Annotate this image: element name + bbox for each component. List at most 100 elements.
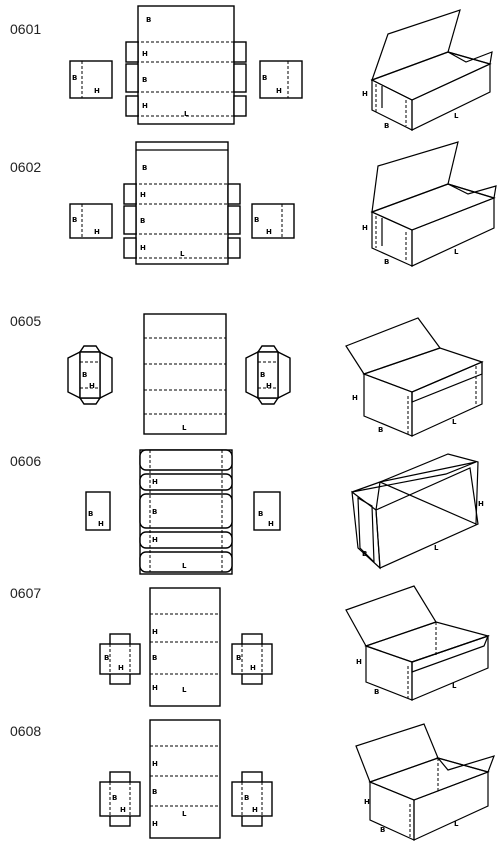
style-0607: 0607 H B H L B H B H	[10, 585, 491, 707]
dim-b: B	[262, 74, 267, 82]
dim-b: B	[236, 654, 241, 662]
end-panel-left: B H	[69, 60, 113, 99]
style-0602: 0602 B H B H L B H	[10, 141, 497, 267]
blank-main: B H B H L	[123, 141, 241, 265]
dim-b: B	[142, 76, 147, 84]
dim-h: H	[152, 760, 158, 768]
end-panel-right: B H	[251, 203, 295, 239]
dim-l: L	[182, 424, 187, 432]
dim-h: H	[140, 191, 146, 199]
style-0608: 0608 H B H L B H B H	[10, 719, 495, 841]
box-3d: H B L	[345, 317, 484, 437]
dim-b: B	[72, 74, 77, 82]
dim-h: H	[268, 520, 274, 528]
box-3d: H B L	[362, 141, 497, 267]
dim-h: H	[152, 628, 158, 636]
dim-h: H	[89, 382, 95, 390]
dim-b: B	[254, 216, 259, 224]
dim-b: B	[258, 510, 263, 518]
end-panel-right: B H	[245, 345, 291, 405]
dim-h: H	[364, 798, 370, 806]
dim-b: B	[104, 654, 109, 662]
dim-h: H	[152, 536, 158, 544]
style-code: 0602	[10, 159, 41, 175]
style-code: 0608	[10, 723, 41, 739]
dim-h: H	[362, 90, 368, 98]
dim-h: H	[94, 87, 100, 95]
dim-l: L	[182, 562, 187, 570]
dim-l: L	[454, 820, 459, 828]
dim-h: H	[152, 820, 158, 828]
dim-h: H	[352, 394, 358, 402]
style-0606: 0606 H B H L B H B H	[10, 449, 484, 575]
dim-h: H	[356, 658, 362, 666]
dim-h: H	[266, 382, 272, 390]
dim-h: H	[152, 478, 158, 486]
dim-b: B	[260, 371, 265, 379]
dim-l: L	[454, 112, 459, 120]
dim-h: H	[152, 684, 158, 692]
dim-b: B	[146, 16, 151, 24]
end-panel-left: B H	[67, 345, 113, 405]
end-panel-left: B H	[85, 491, 111, 531]
dim-l: L	[452, 682, 457, 690]
dim-h: H	[140, 244, 146, 252]
dim-h: H	[362, 224, 368, 232]
dim-l: L	[454, 248, 459, 256]
dim-l: L	[434, 544, 439, 552]
box-3d: H B L	[345, 585, 491, 701]
dim-h: H	[94, 228, 100, 236]
style-code: 0606	[10, 453, 41, 469]
dim-h: H	[98, 520, 104, 528]
dim-l: L	[182, 810, 187, 818]
dim-h: H	[142, 50, 148, 58]
dim-b: B	[362, 550, 367, 558]
dim-l: L	[180, 250, 185, 258]
dim-l: L	[452, 418, 457, 426]
end-panel-right: B H	[253, 491, 281, 531]
dim-l: L	[182, 686, 187, 694]
dim-b: B	[82, 371, 87, 379]
box-3d: H B L	[355, 723, 495, 841]
dim-l: L	[184, 110, 189, 118]
dim-b: B	[152, 788, 157, 796]
dim-h: H	[266, 228, 272, 236]
dim-b: B	[384, 122, 389, 130]
end-panel-right: B H	[231, 771, 273, 827]
dim-b: B	[152, 654, 157, 662]
end-panel-left: B H	[69, 203, 113, 239]
style-0605: 0605 L B H B	[10, 313, 484, 437]
blank-main: H B H L	[149, 719, 221, 839]
dim-b: B	[374, 688, 379, 696]
style-code: 0601	[10, 21, 41, 37]
dim-h: H	[118, 664, 124, 672]
dim-b: B	[380, 826, 385, 834]
dim-b: B	[88, 510, 93, 518]
dim-b: B	[140, 217, 145, 225]
box-3d: B H L	[351, 453, 484, 570]
end-panel-left: B H	[99, 771, 141, 827]
dim-b: B	[152, 508, 157, 516]
dim-b: B	[142, 164, 147, 172]
end-panel-right: B H	[231, 633, 273, 685]
blank-main: H B H L	[149, 587, 221, 707]
dim-b: B	[378, 426, 383, 434]
dim-h: H	[142, 102, 148, 110]
style-code: 0607	[10, 585, 41, 601]
dim-b: B	[244, 794, 249, 802]
dim-b: B	[72, 216, 77, 224]
end-panel-left: B H	[99, 633, 141, 685]
box-3d: H B L	[362, 9, 493, 131]
style-0601: 0601 B H B H L B H	[10, 5, 493, 131]
dim-h: H	[276, 87, 282, 95]
end-panel-right: B H	[259, 60, 303, 99]
dim-h: H	[252, 806, 258, 814]
dim-b: B	[384, 258, 389, 266]
blank-main: L	[143, 313, 227, 435]
blank-main: H B H L	[139, 449, 233, 575]
style-code: 0605	[10, 313, 41, 329]
blank-main: B H B H L	[125, 5, 247, 125]
dim-h: H	[250, 664, 256, 672]
dim-h: H	[120, 806, 126, 814]
